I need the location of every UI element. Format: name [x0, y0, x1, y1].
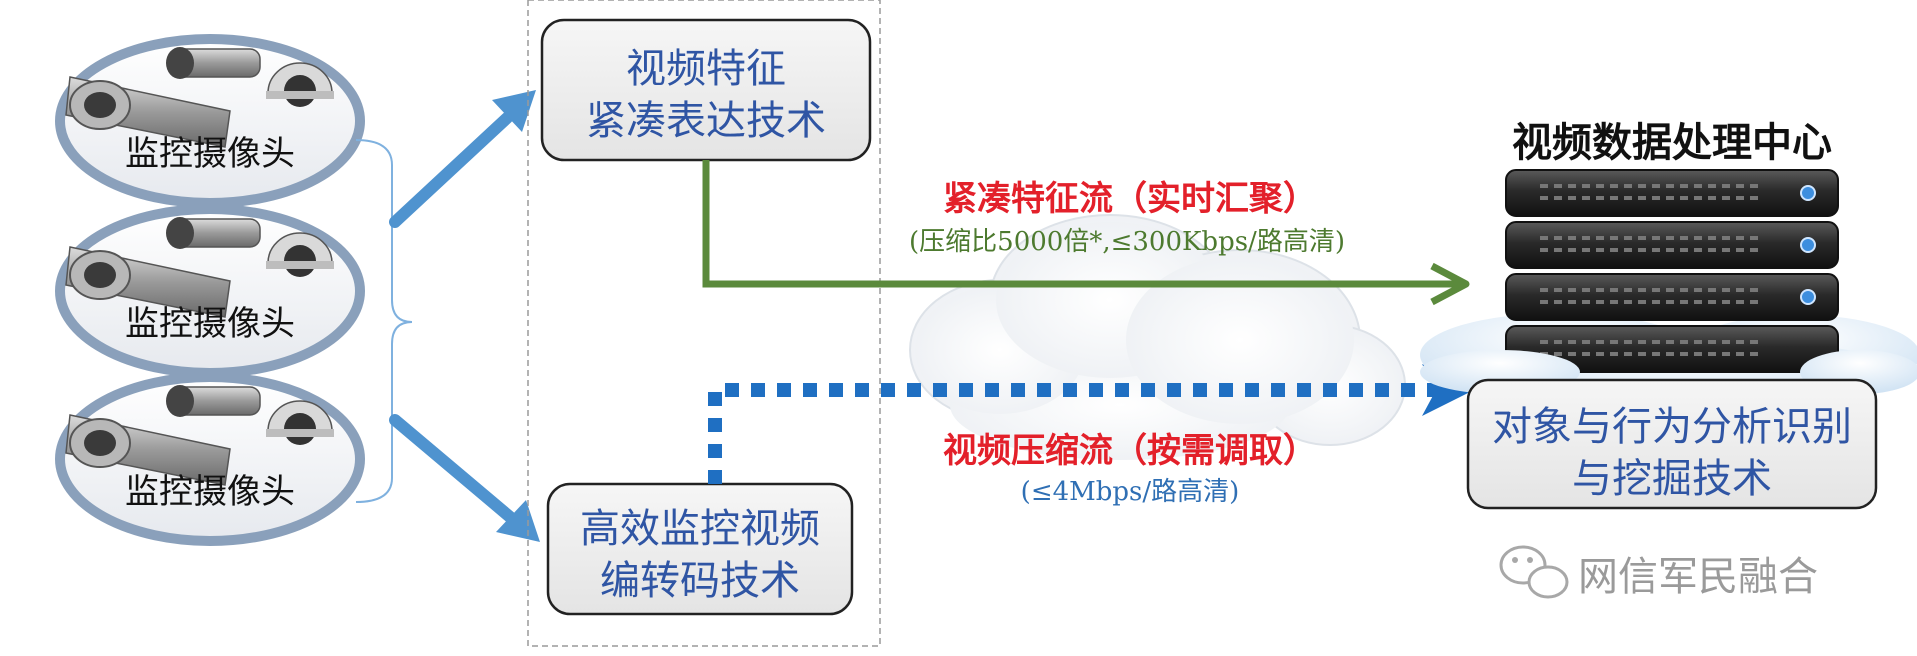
- camera-node: 监控摄像头: [55, 204, 365, 378]
- camera-bracket: [355, 139, 413, 503]
- feature-stream-arrow: [702, 160, 1470, 306]
- feature-box-line2: 紧凑表达技术: [586, 98, 826, 144]
- camera-icon: [65, 385, 334, 486]
- rack-unit: [1505, 169, 1839, 217]
- watermark-text: 网信军民融合: [1578, 554, 1818, 600]
- video-stream-detail: (≤4Mbps/路高清): [1021, 477, 1240, 507]
- rack-unit: [1505, 221, 1839, 269]
- camera-node: 监控摄像头: [55, 372, 365, 546]
- feature-stream-title: 紧凑特征流（实时汇聚）: [943, 179, 1317, 219]
- wechat-icon: [1499, 545, 1569, 599]
- feature-box-line1: 视频特征: [626, 46, 786, 92]
- transcode-box-line1: 高效监控视频: [580, 506, 820, 552]
- video-stream-title: 视频压缩流（按需调取）: [943, 431, 1317, 471]
- camera-icon: [65, 217, 334, 318]
- status-light-icon: [1800, 185, 1816, 201]
- server-title: 视频数据处理中心: [1512, 120, 1832, 166]
- status-light-icon: [1800, 289, 1816, 305]
- status-light-icon: [1800, 237, 1816, 253]
- transcode-box-line2: 编转码技术: [600, 558, 800, 604]
- analysis-box: 对象与行为分析识别 与挖掘技术: [1466, 378, 1878, 510]
- watermark: 网信军民融合: [1499, 545, 1818, 600]
- rack-unit: [1505, 273, 1839, 321]
- server-rack: [1420, 169, 1917, 406]
- processing-frame: [527, 0, 881, 647]
- transcode-box: 高效监控视频 编转码技术: [546, 482, 854, 616]
- camera-label: 监控摄像头: [125, 134, 295, 174]
- feature-box: 视频特征 紧凑表达技术: [540, 18, 872, 162]
- camera-label: 监控摄像头: [125, 304, 295, 344]
- feature-stream-detail: (压缩比5000倍*,≤300Kbps/路高清): [909, 227, 1345, 257]
- camera-label: 监控摄像头: [125, 472, 295, 512]
- analysis-box-line2: 与挖掘技术: [1572, 456, 1772, 502]
- arrow-to-feature: [389, 90, 536, 228]
- arrow-to-transcode: [389, 414, 540, 542]
- camera-icon: [65, 47, 334, 148]
- analysis-box-line1: 对象与行为分析识别: [1492, 404, 1852, 450]
- camera-node: 监控摄像头: [55, 34, 365, 208]
- rack-unit: [1505, 325, 1839, 373]
